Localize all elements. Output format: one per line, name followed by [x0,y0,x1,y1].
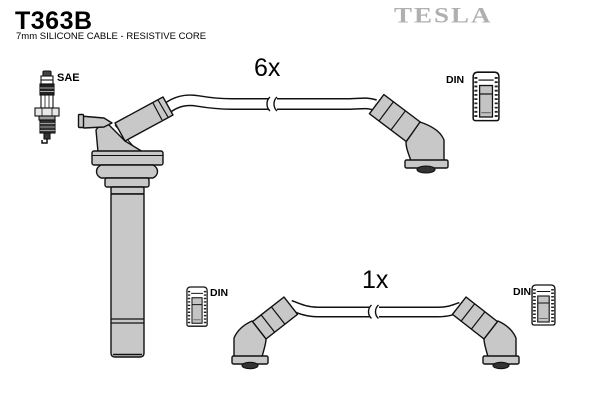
cable-1x-drawing [287,299,463,320]
din-boot-1x-left [231,296,299,370]
din-terminal-icon-top-right [471,70,501,123]
din-terminal-icon-bottom-right [530,283,557,327]
din-boot-6x-right [368,93,449,174]
product-subtitle: 7mm SILICONE CABLE - RESISTIVE CORE [16,31,207,42]
din-boot-1x-right [451,296,520,370]
coil-boot-drawing [77,96,174,358]
din-connector-label-bottom-right: DIN [513,286,532,298]
din-terminal-icon-bottom-left [185,285,209,328]
din-connector-label-bottom-left: DIN [210,287,229,299]
cable-6x-drawing [162,94,377,114]
quantity-label-1x: 1x [362,266,389,294]
tesla-brand-logo: TESLA [394,3,493,28]
quantity-label-6x: 6x [254,54,281,82]
part-number: T363B [15,7,93,35]
spark-plug-icon [34,70,60,144]
cable-break-marks [266,96,278,112]
cable-break-marks [367,304,380,320]
sae-connector-label: SAE [57,72,80,84]
din-connector-label-top-right: DIN [446,74,465,86]
